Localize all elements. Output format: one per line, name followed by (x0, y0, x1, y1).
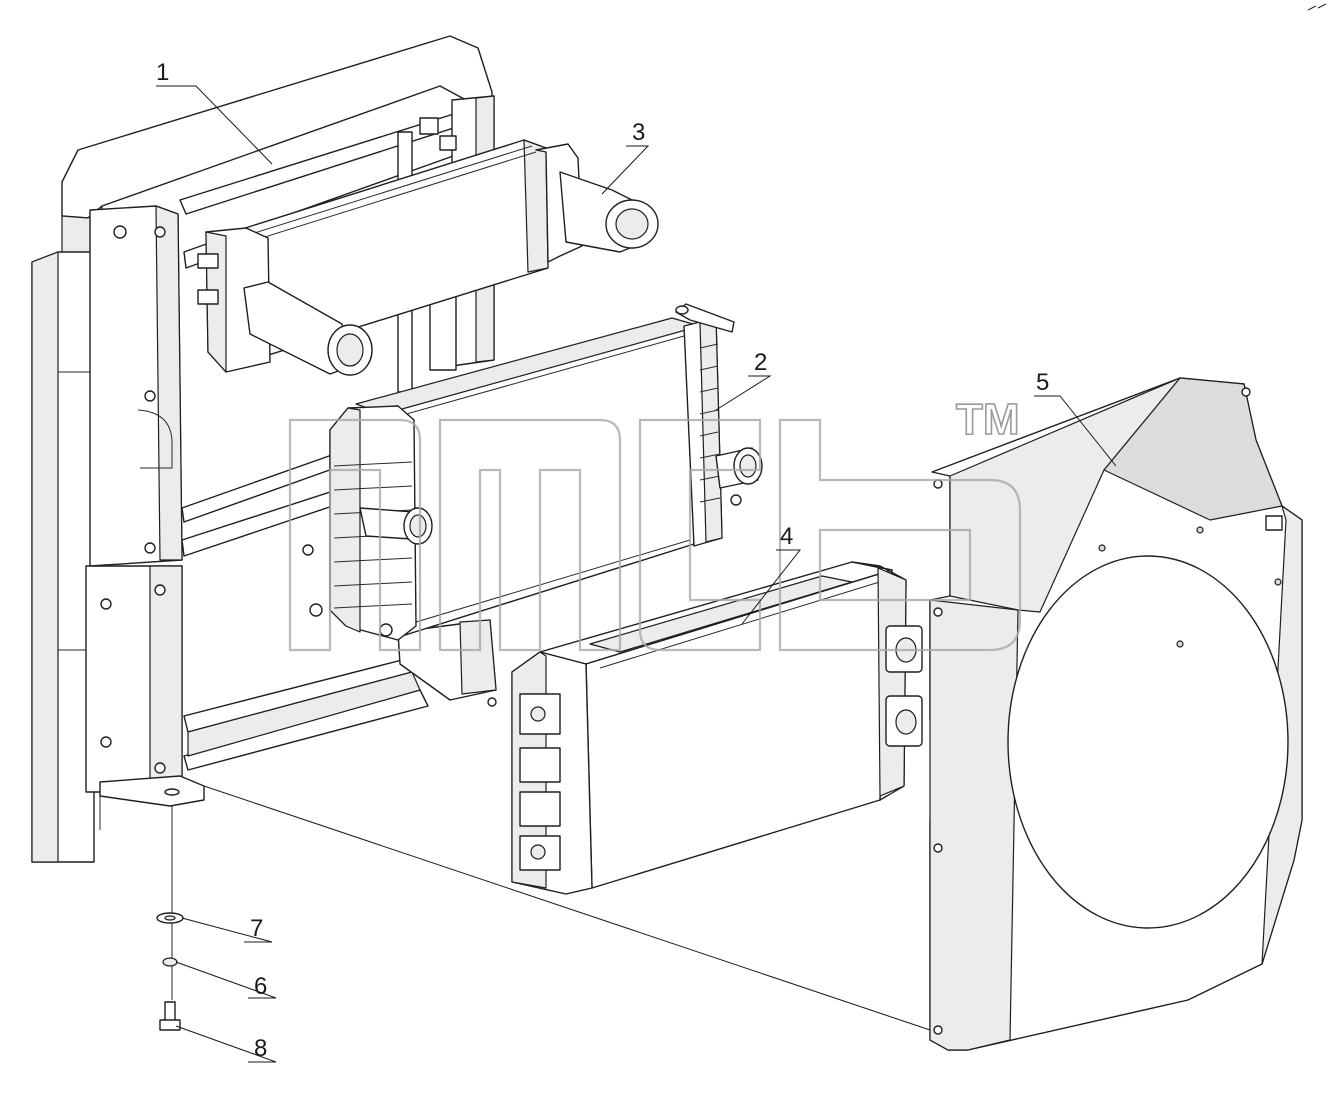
charge-air-cooler-part-3 (197, 117, 659, 376)
callout-8: 8 (254, 1035, 267, 1062)
brand-watermark: TM (288, 394, 1022, 652)
callout-6: 6 (254, 973, 267, 1000)
frame-part-1 (31, 35, 497, 863)
fan-shroud-part-5 (929, 377, 1303, 1051)
lock-washer-part-6 (162, 957, 178, 967)
radiator-part-2 (302, 303, 763, 641)
callout-2: 2 (754, 349, 767, 376)
trademark-mark: TM (956, 395, 1020, 444)
callout-labels: 1 2 3 4 5 6 7 8 (156, 59, 1049, 1062)
fasteners-group (156, 785, 931, 1031)
callout-leaders (156, 85, 1117, 1063)
callout-3: 3 (632, 119, 645, 146)
corner-stamp (1307, 3, 1327, 11)
callout-7: 7 (250, 915, 263, 942)
callout-1: 1 (156, 59, 169, 86)
callout-5: 5 (1036, 369, 1049, 396)
assembly-line (203, 785, 931, 1031)
radiator-rib-set (699, 343, 721, 503)
oil-cooler-end-slots (519, 693, 561, 871)
bolt-part-8 (159, 1001, 181, 1031)
callout-4: 4 (780, 523, 793, 550)
radiator-left-tank-ribs (333, 461, 413, 609)
oil-cooler-part-4 (511, 561, 923, 895)
